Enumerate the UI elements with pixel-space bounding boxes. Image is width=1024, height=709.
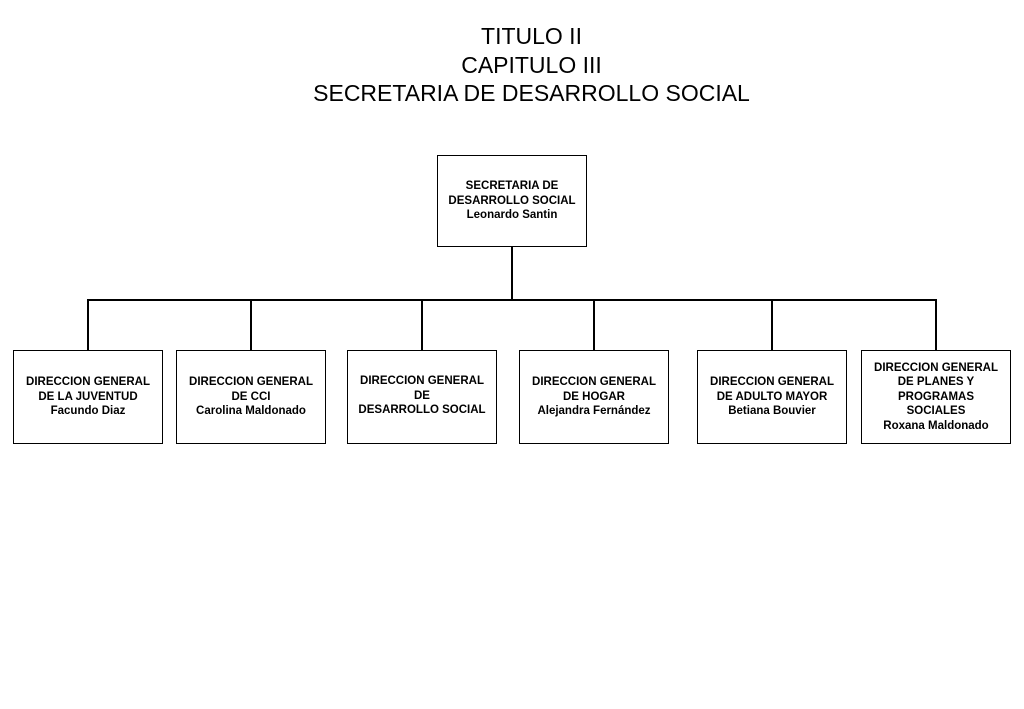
- node-text: DIRECCION GENERAL: [26, 376, 150, 389]
- title-line-3: SECRETARIA DE DESARROLLO SOCIAL: [313, 80, 750, 106]
- node-text: SECRETARIA DE: [465, 180, 559, 193]
- connector-child-5: [771, 299, 773, 350]
- org-node-desarrollo-social: DIRECCION GENERAL DE DESARROLLO SOCIAL: [347, 350, 497, 444]
- node-text: PROGRAMAS: [897, 390, 975, 403]
- node-text: DE ADULTO MAYOR: [716, 390, 828, 403]
- connector-horizontal-bar: [87, 299, 937, 301]
- node-text: Leonardo Santin: [466, 209, 558, 222]
- node-text: DE CCI: [231, 390, 271, 403]
- org-node-adulto-mayor: DIRECCION GENERAL DE ADULTO MAYOR Betian…: [697, 350, 847, 444]
- connector-child-3: [421, 299, 423, 350]
- org-node-hogar: DIRECCION GENERAL DE HOGAR Alejandra Fer…: [519, 350, 669, 444]
- org-node-root: SECRETARIA DE DESARROLLO SOCIAL Leonardo…: [437, 155, 587, 247]
- node-text: DIRECCION GENERAL: [360, 375, 484, 387]
- node-text: DE HOGAR: [563, 390, 625, 403]
- connector-child-2: [250, 299, 252, 350]
- node-text: Alejandra Fernández: [537, 405, 651, 418]
- node-text: Roxana Maldonado: [883, 419, 989, 432]
- connector-child-4: [593, 299, 595, 350]
- node-text: Betiana Bouvier: [728, 405, 816, 418]
- node-text: Facundo Diaz: [50, 405, 126, 418]
- node-text: DIRECCION GENERAL: [189, 376, 313, 389]
- title-line-2: CAPITULO III: [461, 51, 602, 78]
- node-text: DIRECCION GENERAL: [710, 376, 834, 389]
- connector-root-down: [511, 246, 513, 301]
- node-text: Carolina Maldonado: [196, 405, 306, 418]
- page-title: TITULO II CAPITULO III SECRETARIA DE DES…: [0, 22, 1024, 108]
- node-text: DESARROLLO SOCIAL: [448, 194, 576, 207]
- node-text: DESARROLLO SOCIAL: [358, 404, 486, 416]
- node-text: DE PLANES Y: [897, 376, 975, 389]
- org-node-juventud: DIRECCION GENERAL DE LA JUVENTUD Facundo…: [13, 350, 163, 444]
- node-text: DE LA JUVENTUD: [38, 390, 138, 403]
- node-text: DE: [414, 389, 430, 402]
- node-text: DIRECCION GENERAL: [874, 361, 998, 374]
- org-node-planes-programas: DIRECCION GENERAL DE PLANES Y PROGRAMAS …: [861, 350, 1011, 444]
- connector-child-6: [935, 299, 937, 350]
- connector-child-1: [87, 299, 89, 350]
- node-text: SOCIALES: [906, 405, 966, 418]
- org-node-cci: DIRECCION GENERAL DE CCI Carolina Maldon…: [176, 350, 326, 444]
- node-text: DIRECCION GENERAL: [532, 376, 656, 389]
- title-line-1: TITULO II: [481, 23, 582, 49]
